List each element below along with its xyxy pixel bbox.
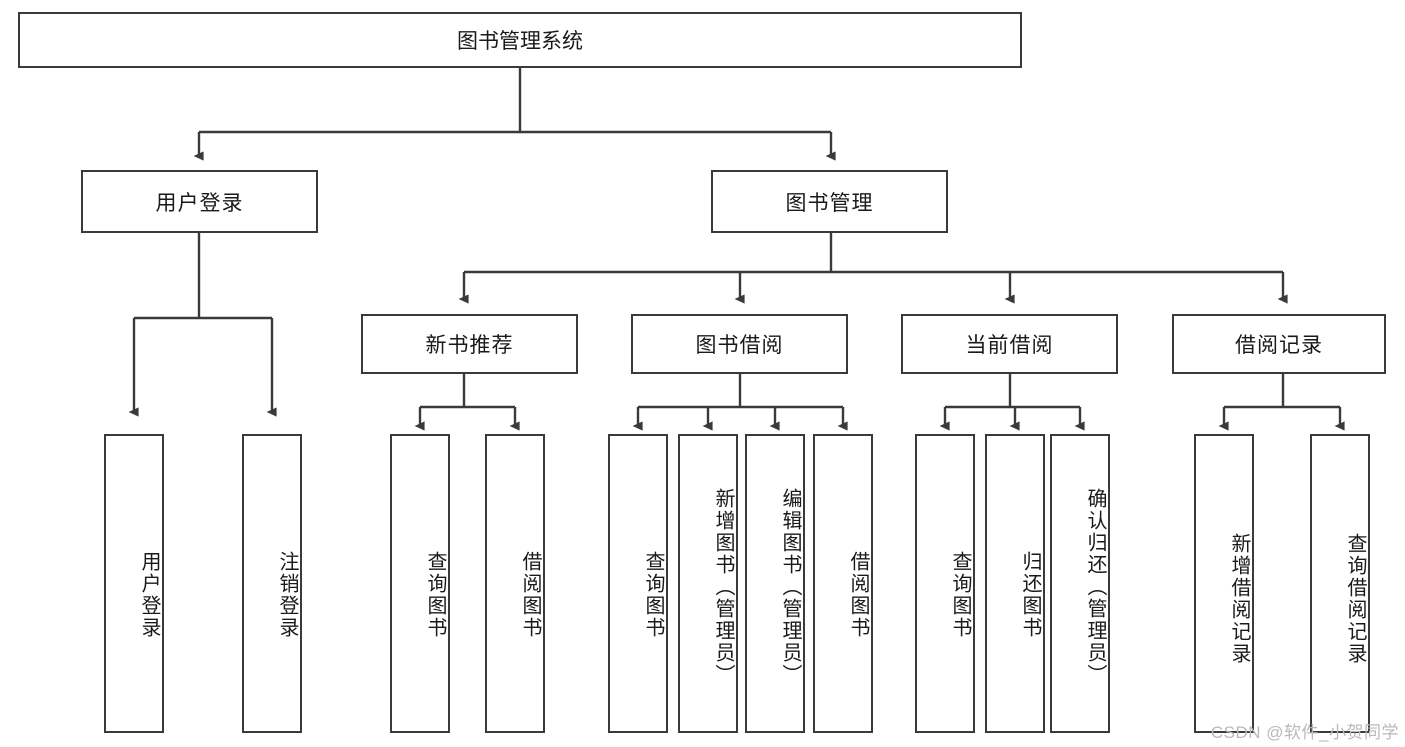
node-leaf-user-logout-label: 注销登录 [276, 550, 298, 639]
node-new-book-rec[interactable]: 新书推荐 [361, 314, 578, 374]
node-book-manage[interactable]: 图书管理 [711, 170, 948, 233]
node-leaf-user-login[interactable]: 用户登录 [104, 434, 164, 733]
watermark: CSDN @软件_小贺同学 [1210, 723, 1399, 742]
node-leaf-nbr-borrow-label: 借阅图书 [519, 550, 541, 639]
node-current-borrow-label: 当前借阅 [965, 334, 1054, 357]
node-leaf-bb-borrow-label: 借阅图书 [847, 550, 869, 639]
node-borrow-record-label: 借阅记录 [1235, 334, 1323, 357]
node-leaf-bb-add[interactable]: 新增图书（管理员） [678, 434, 738, 733]
node-user-login[interactable]: 用户登录 [81, 170, 318, 233]
node-leaf-user-login-label: 用户登录 [138, 550, 160, 639]
node-user-login-label: 用户登录 [155, 191, 244, 215]
node-leaf-bb-query[interactable]: 查询图书 [608, 434, 668, 733]
node-leaf-cb-query-label: 查询图书 [949, 550, 971, 639]
node-leaf-cb-query[interactable]: 查询图书 [915, 434, 975, 733]
node-leaf-br-query[interactable]: 查询借阅记录 [1310, 434, 1370, 733]
node-leaf-cb-return[interactable]: 归还图书 [985, 434, 1045, 733]
node-leaf-bb-query-label: 查询图书 [642, 550, 664, 639]
node-root[interactable]: 图书管理系统 [18, 12, 1022, 68]
node-borrow-record[interactable]: 借阅记录 [1172, 314, 1386, 374]
node-leaf-br-add[interactable]: 新增借阅记录 [1194, 434, 1254, 733]
node-leaf-bb-borrow[interactable]: 借阅图书 [813, 434, 873, 733]
node-leaf-cb-confirm-label: 确认归还（管理员） [1084, 487, 1106, 686]
node-leaf-bb-add-label: 新增图书（管理员） [712, 487, 734, 686]
node-root-label: 图书管理系统 [457, 30, 583, 53]
node-leaf-cb-confirm[interactable]: 确认归还（管理员） [1050, 434, 1110, 733]
node-leaf-bb-edit-label: 编辑图书（管理员） [779, 487, 801, 686]
node-book-borrow[interactable]: 图书借阅 [631, 314, 848, 374]
node-book-borrow-label: 图书借阅 [695, 334, 784, 357]
node-leaf-nbr-query-label: 查询图书 [424, 550, 446, 639]
node-leaf-bb-edit[interactable]: 编辑图书（管理员） [745, 434, 805, 733]
node-current-borrow[interactable]: 当前借阅 [901, 314, 1118, 374]
node-leaf-cb-return-label: 归还图书 [1019, 550, 1041, 639]
node-leaf-br-query-label: 查询借阅记录 [1344, 532, 1366, 665]
node-book-manage-label: 图书管理 [785, 191, 874, 215]
node-leaf-br-add-label: 新增借阅记录 [1228, 532, 1250, 665]
node-new-book-rec-label: 新书推荐 [425, 334, 514, 357]
node-leaf-user-logout[interactable]: 注销登录 [242, 434, 302, 733]
node-leaf-nbr-borrow[interactable]: 借阅图书 [485, 434, 545, 733]
node-leaf-nbr-query[interactable]: 查询图书 [390, 434, 450, 733]
